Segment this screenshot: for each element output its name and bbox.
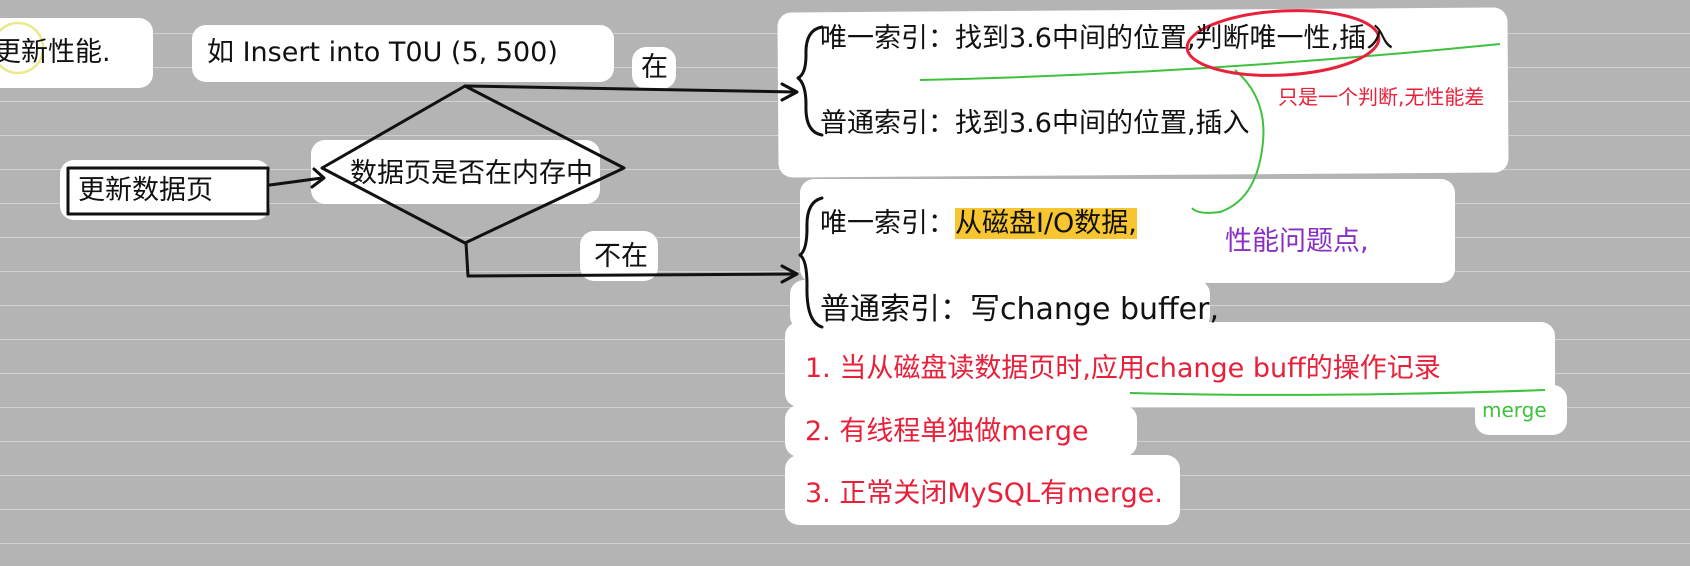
example-note: 如 Insert into T0U (5, 500) (207, 37, 558, 68)
arrow-yes (463, 84, 797, 94)
decision-label: 数据页是否在内存中 (350, 158, 593, 189)
card-yes-label (632, 47, 676, 89)
in-memory-unique-prefix: 唯一索引：找到3.6中间的位置, (820, 23, 1196, 54)
arrow-yes-head (780, 82, 799, 102)
branch-no-label: 不在 (594, 241, 648, 272)
yellow-circle-mark (0, 21, 45, 75)
card-no-label (580, 231, 658, 281)
merge-step-2: 2. 有线程单独做merge (805, 416, 1089, 447)
in-memory-normal-line: 普通索引：找到3.6中间的位置,插入 (820, 108, 1250, 139)
card-not-in-memory-normal (790, 280, 1210, 330)
in-memory-unique-circled: 判断唯一性, (1195, 23, 1340, 54)
not-in-memory-normal-line: 普通索引：写change buffer, (820, 292, 1219, 327)
arrow-no (464, 241, 797, 278)
brace-in-memory (796, 25, 824, 137)
brace-not-in-memory (798, 196, 824, 329)
in-memory-unique-line: 唯一索引：找到3.6中间的位置,判断唯一性,插入 (820, 22, 1393, 56)
card-merge-step-2 (785, 405, 1137, 457)
arrow-no-head (780, 264, 799, 284)
merge-step-1: 1. 当从磁盘读数据页时,应用change buff的操作记录 (805, 353, 1441, 384)
card-merge-step-3 (785, 455, 1180, 525)
red-circle-uniqueness (1185, 9, 1381, 77)
update-page-box (66, 166, 270, 216)
disk-io-highlight: 从磁盘I/O数据, (955, 208, 1137, 239)
update-page-label: 更新数据页 (78, 175, 213, 206)
card-update-page (60, 160, 270, 220)
card-top-left (0, 18, 153, 88)
arrow-to-decision-head (310, 167, 326, 189)
in-memory-unique-suffix: 插入 (1339, 23, 1394, 54)
card-decision (311, 140, 600, 204)
top-left-note: 更新性能. (0, 37, 111, 68)
merge-step-3: 3. 正常关闭MySQL有merge. (805, 478, 1163, 509)
merge-label: merge (1482, 398, 1547, 422)
arrow-to-decision (268, 176, 324, 187)
not-in-memory-unique-line: 唯一索引：从磁盘I/O数据, (820, 207, 1137, 241)
not-in-memory-unique-prefix: 唯一索引： (820, 208, 955, 239)
performance-problem-note: 性能问题点, (1225, 226, 1369, 257)
no-performance-diff-note: 只是一个判断,无性能差 (1278, 85, 1485, 109)
card-merge-label (1475, 385, 1567, 435)
branch-yes-label: 在 (641, 52, 668, 83)
green-underline-unique (919, 43, 1501, 81)
green-underline-merge (1129, 389, 1546, 396)
card-example (192, 25, 614, 82)
green-connector-curve (1191, 69, 1265, 214)
